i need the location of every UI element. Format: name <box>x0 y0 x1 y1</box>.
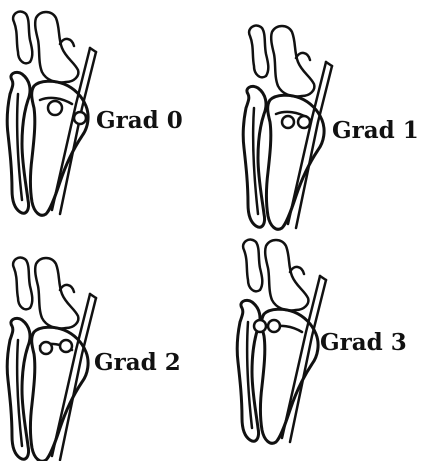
screw-icon <box>48 101 62 115</box>
panel-grade-3: Grad 3 <box>237 240 407 444</box>
screw-icon <box>298 116 310 128</box>
panel-grade-2: Grad 2 <box>7 258 181 461</box>
grade-label: Grad 1 <box>332 117 419 144</box>
screw-icon <box>282 116 294 128</box>
screw-icon <box>74 112 86 124</box>
grade-label: Grad 2 <box>94 349 181 376</box>
screw-icon <box>60 340 72 352</box>
panel-grade-0: Grad 0 <box>7 12 183 216</box>
ankle-sketch-grade-2 <box>7 258 96 461</box>
screw-icon <box>254 320 266 332</box>
screw-icon <box>40 342 52 354</box>
ankle-sketch-grade-3 <box>237 240 326 444</box>
grade-label: Grad 3 <box>320 329 407 356</box>
grade-label: Grad 0 <box>96 107 183 134</box>
screw-icon <box>268 320 280 332</box>
panel-grade-1: Grad 1 <box>243 26 419 230</box>
